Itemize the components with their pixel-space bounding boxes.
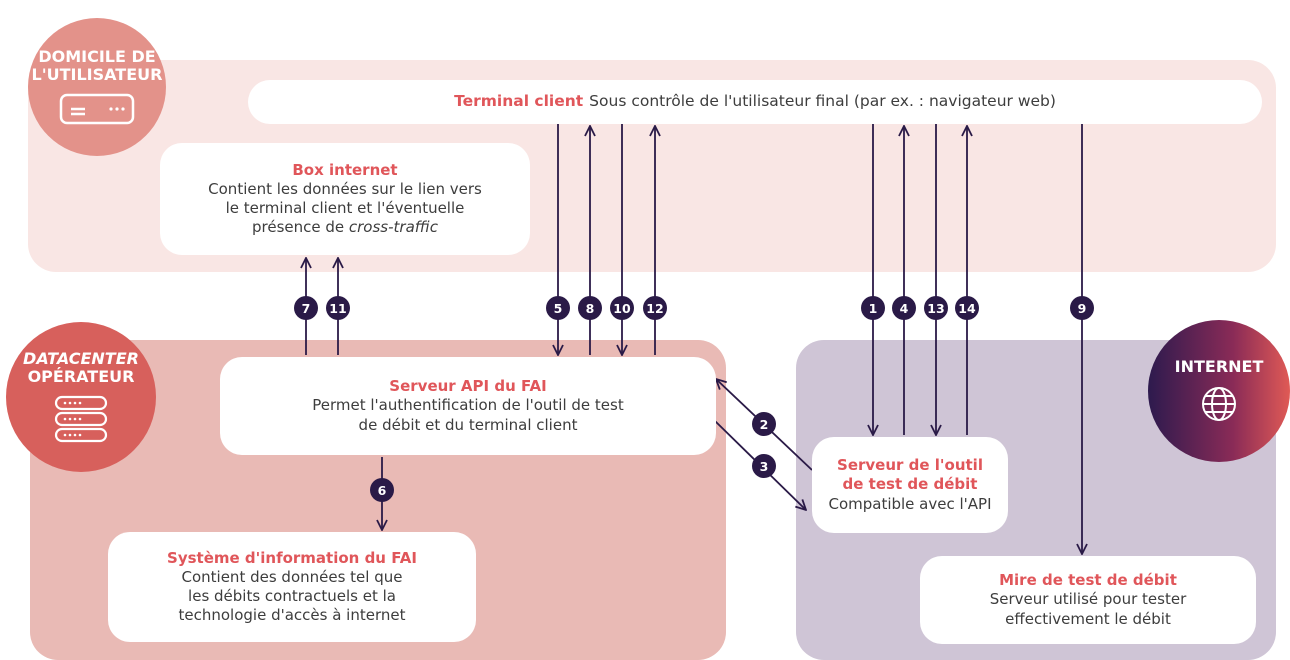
step-badge-5: 5	[546, 296, 570, 320]
test-target-line2: effectivement le débit	[1005, 609, 1171, 628]
router-icon	[59, 94, 135, 125]
api-server-line1: Permet l'authentification de l'outil de …	[312, 396, 624, 415]
globe-icon	[1202, 387, 1236, 422]
box-internet-box: Box internet Contient les données sur le…	[160, 143, 530, 255]
test-tool-server-box: Serveur de l'outil de test de débit Comp…	[812, 437, 1008, 533]
step-badge-11: 11	[326, 296, 350, 320]
step-badge-14: 14	[955, 296, 979, 320]
step-badge-7: 7	[294, 296, 318, 320]
home-zone-label: DOMICILE DE L'UTILISATEUR	[28, 18, 166, 156]
information-system-box: Système d'information du FAI Contient de…	[108, 532, 476, 642]
test-target-line1: Serveur utilisé pour tester	[989, 590, 1187, 609]
test-target-title: Mire de test de débit	[999, 571, 1177, 590]
terminal-client-title: Terminal client	[454, 92, 584, 111]
datacenter-label-line1: DATACENTER	[23, 348, 139, 368]
cross-traffic-term: cross-traffic	[348, 218, 439, 237]
api-server-line2: de débit et du terminal client	[358, 415, 578, 434]
step-badge-13: 13	[924, 296, 948, 320]
test-tool-server-title2: de test de débit	[842, 475, 978, 494]
information-system-line1: Contient des données tel que	[181, 567, 403, 586]
step-badge-12: 12	[643, 296, 667, 320]
api-server-title: Serveur API du FAI	[389, 377, 547, 396]
server-rack-icon	[54, 396, 108, 443]
internet-zone-label: INTERNET	[1148, 320, 1290, 462]
box-internet-line2: le terminal client et l'éventuelle	[225, 199, 465, 217]
api-server-box: Serveur API du FAI Permet l'authentifica…	[220, 357, 716, 455]
step-badge-2: 2	[752, 412, 776, 436]
terminal-client-text: Sous contrôle de l'utilisateur final (pa…	[589, 92, 1056, 111]
step-badge-1: 1	[861, 296, 885, 320]
box-internet-line1: Contient les données sur le lien vers	[208, 179, 482, 198]
information-system-title: Système d'information du FAI	[167, 548, 417, 567]
home-label-line2: L'UTILISATEUR	[31, 65, 163, 84]
test-tool-server-title1: Serveur de l'outil	[837, 456, 983, 475]
terminal-client-box: Terminal client Sous contrôle de l'utili…	[248, 80, 1262, 124]
step-badge-8: 8	[578, 296, 602, 320]
internet-label: INTERNET	[1174, 356, 1264, 376]
information-system-line2: les débits contractuels et la	[188, 587, 396, 605]
step-badge-10: 10	[610, 296, 634, 320]
box-internet-line3: présence de cross-traffic	[251, 218, 439, 237]
datacenter-zone-label: DATACENTER OPÉRATEUR	[6, 322, 156, 472]
test-target-box: Mire de test de débit Serveur utilisé po…	[920, 556, 1256, 644]
home-label-line1: DOMICILE DE	[38, 46, 156, 66]
step-badge-3: 3	[752, 454, 776, 478]
step-badge-9: 9	[1070, 296, 1094, 320]
information-system-line3: technologie d'accès à internet	[178, 606, 406, 625]
step-badge-6: 6	[370, 478, 394, 502]
datacenter-label-line2: OPÉRATEUR	[27, 367, 135, 386]
test-tool-server-line1: Compatible avec l'API	[828, 494, 992, 513]
step-badge-4: 4	[892, 296, 916, 320]
box-internet-title: Box internet	[292, 160, 398, 179]
